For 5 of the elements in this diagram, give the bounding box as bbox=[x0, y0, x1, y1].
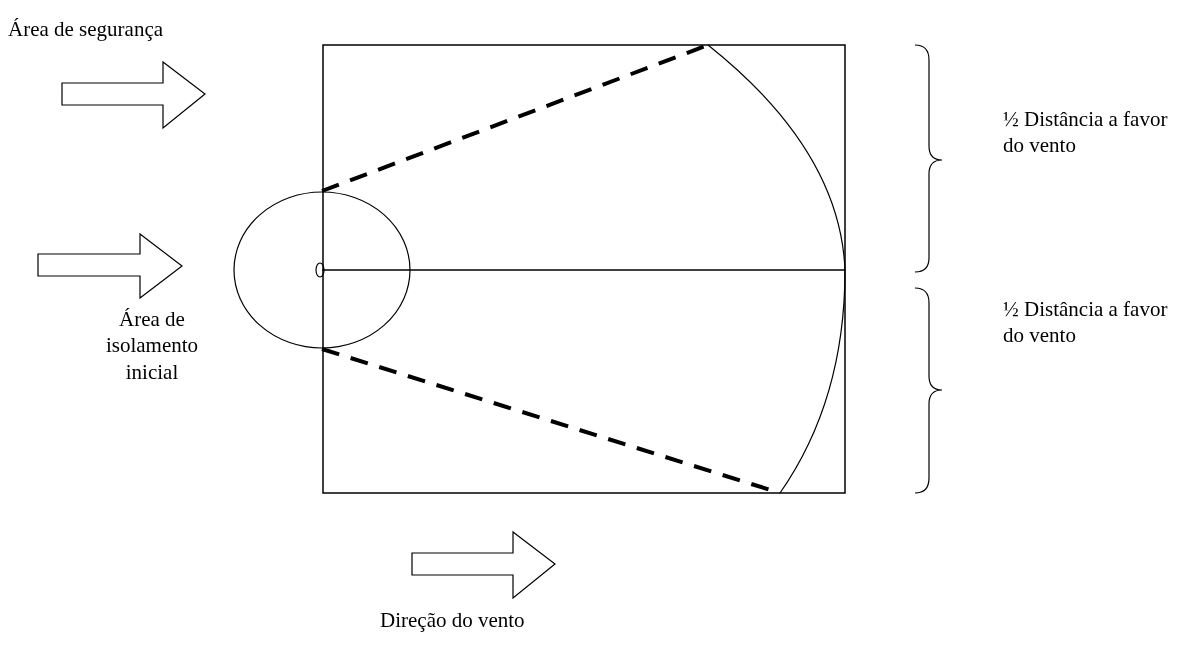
wind-direction-label: Direção do vento bbox=[380, 607, 526, 634]
zone-label: Área de isolamento inicial bbox=[104, 306, 200, 385]
distance-label: ½ Distância a favor do vento bbox=[1003, 296, 1169, 349]
distance-label: ½ Distância a favor do vento bbox=[1003, 106, 1169, 159]
zone-label: Área de segurança bbox=[8, 16, 165, 43]
